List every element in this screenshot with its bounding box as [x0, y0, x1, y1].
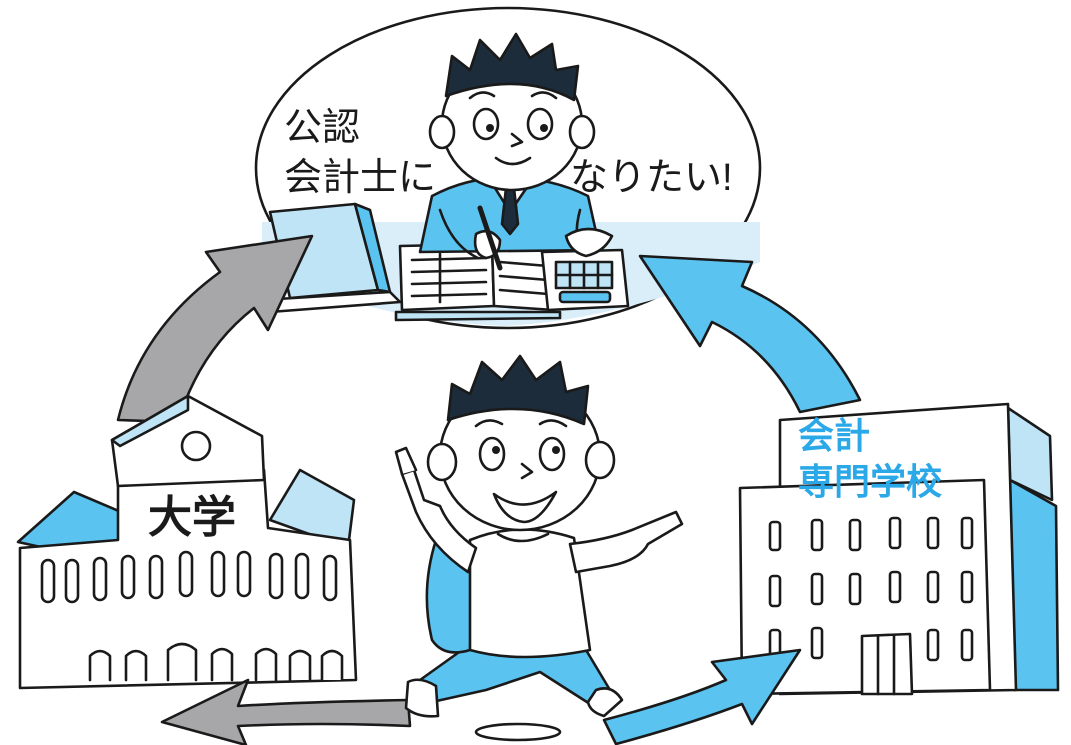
calculator-icon: [540, 248, 630, 312]
school-sign-line-2: 専門学校: [798, 461, 942, 502]
arrow-student-to-university: [160, 678, 412, 745]
bubble-text-line-2: 会計士に: [284, 157, 436, 199]
curved-arrow-icon: [116, 234, 314, 424]
accounting-school-building: 会計 専門学校: [738, 402, 1060, 696]
walking-student: [394, 354, 684, 718]
school-sign-line-1: 会計: [798, 415, 870, 456]
curved-arrow-icon: [160, 678, 412, 745]
bubble-text-line-1: 公認: [284, 107, 360, 149]
arrow-student-to-school: [602, 648, 802, 745]
studying-student: [418, 32, 614, 271]
ledger-book-icon: [394, 242, 562, 322]
bubble-caption: 公認 会計士に なりたい!: [284, 107, 733, 199]
ground-shadow: [474, 722, 562, 742]
arrow-university-to-goal: [116, 234, 314, 424]
arrow-school-to-goal: [638, 254, 862, 414]
curved-arrow-icon: [638, 254, 862, 414]
university-building: 大学: [16, 394, 358, 690]
bubble-text-line-3: なりたい!: [570, 157, 733, 199]
university-sign: 大学: [148, 493, 236, 542]
curved-arrow-icon: [602, 648, 802, 745]
